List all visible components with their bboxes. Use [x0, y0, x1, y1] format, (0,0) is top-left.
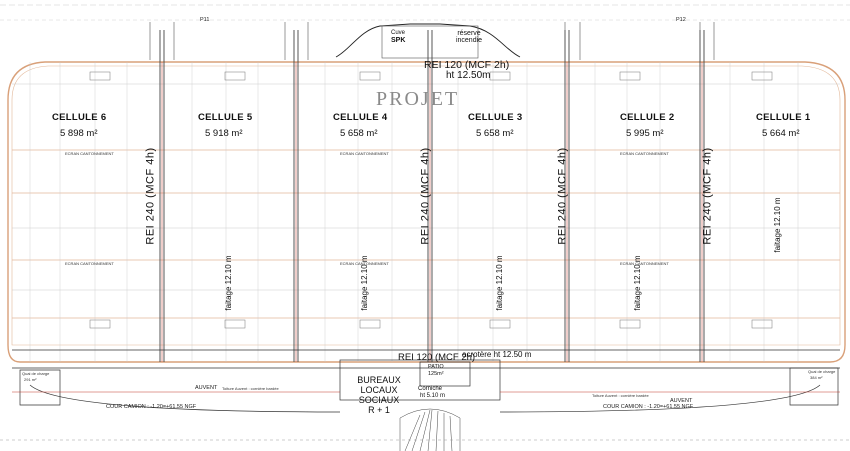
cour-camion-right: COUR CAMION : -1.20=+61.55 NGF: [603, 404, 694, 410]
quai-right-label: Quai de charge: [808, 369, 836, 374]
bottom-wall-label: REI 120 (MCF 2h): [398, 352, 476, 363]
auvent-right-label: AUVENT: [670, 398, 693, 404]
bureaux-line-2: LOCAUX: [360, 385, 398, 395]
acrotere-label: acrotère ht 12.50 m: [462, 350, 532, 359]
building-outline: [7, 61, 846, 363]
corniche-height: ht 5.10 m: [420, 393, 446, 399]
cell-2-area: 5 995 m²: [626, 128, 664, 139]
spk-label: SPK: [391, 37, 406, 44]
firewall-label: REI 240 (MCF 4h): [144, 147, 157, 245]
cuve-label: Cuve: [391, 30, 406, 36]
quai-left-area: 291 m²: [24, 377, 37, 382]
building-inner-outline: [11, 65, 841, 346]
bureaux-block: BUREAUX LOCAUX SOCIAUX R + 1: [352, 375, 406, 415]
cell-5-area: 5 918 m²: [205, 128, 243, 139]
cour-camion-left: COUR CAMION : -1.20=+61.55 NGF: [106, 404, 197, 410]
top-wall-label: REI 120 (MCF 2h): [424, 59, 510, 71]
grid-ref-right: P12: [676, 17, 686, 23]
cell-2-name: CELLULE 2: [620, 112, 675, 123]
auvent-left-label: AUVENT: [195, 385, 218, 391]
top-annex-box: [381, 25, 479, 59]
faitage-label: faitage 12.10 m: [224, 255, 233, 311]
firewall-lines: [159, 30, 705, 362]
ecran-label: ECRAN CANTONNEMENT: [340, 261, 389, 266]
top-annex-outline: [335, 23, 521, 58]
bureaux-line-1: BUREAUX: [357, 375, 401, 385]
vertical-grid: [29, 62, 799, 362]
corniche-label: Corniche: [418, 386, 443, 392]
top-height-label: ht 12.50m: [446, 70, 491, 81]
bureaux-line-3: SOCIAUX: [358, 395, 400, 405]
quai-right-area: 384 m²: [810, 375, 823, 380]
firewall-label: REI 240 (MCF 4h): [701, 147, 714, 245]
bottom-zone: [12, 349, 840, 413]
bureaux-line-4: R + 1: [368, 405, 390, 415]
reserve-incendie-label: réserve incendie: [455, 30, 483, 44]
patio-label: PATIO: [428, 364, 444, 370]
grid-ref-left: P11: [200, 17, 210, 23]
cell-4-name: CELLULE 4: [333, 112, 388, 123]
stair-fan: [399, 408, 461, 451]
quai-left-label: Quai de charge: [22, 371, 50, 376]
skylights: [89, 71, 773, 329]
patio-area: 125m²: [428, 371, 444, 377]
cell-6-area: 5 898 m²: [60, 128, 98, 139]
ecran-label: ECRAN CANTONNEMENT: [65, 261, 114, 266]
top-ticks: [149, 22, 715, 60]
auvent-left-note: Toiture Auvent : cornière bardée: [222, 386, 279, 391]
firewall-label: REI 240 (MCF 4h): [556, 147, 569, 245]
firewall-label: REI 240 (MCF 4h): [419, 147, 432, 245]
cell-4-area: 5 658 m²: [340, 128, 378, 139]
projet-watermark: PROJET: [376, 88, 460, 110]
ecran-label: ECRAN CANTONNEMENT: [620, 151, 669, 156]
faitage-label: faitage 12.10 m: [773, 197, 782, 253]
cell-6-name: CELLULE 6: [52, 112, 107, 123]
auvent-right-note: Toiture Auvent : cornière bardée: [592, 393, 649, 398]
ecran-label: ECRAN CANTONNEMENT: [65, 151, 114, 156]
ecran-label: ECRAN CANTONNEMENT: [340, 151, 389, 156]
faitage-label: faitage 12.10 m: [495, 255, 504, 311]
cell-3-area: 5 658 m²: [476, 128, 514, 139]
firewall-red-lines: [161, 62, 703, 362]
cell-5-name: CELLULE 5: [198, 112, 253, 123]
cell-3-name: CELLULE 3: [468, 112, 523, 123]
cell-1-name: CELLULE 1: [756, 112, 811, 123]
cell-1-area: 5 664 m²: [762, 128, 800, 139]
ecran-label: ECRAN CANTONNEMENT: [620, 261, 669, 266]
